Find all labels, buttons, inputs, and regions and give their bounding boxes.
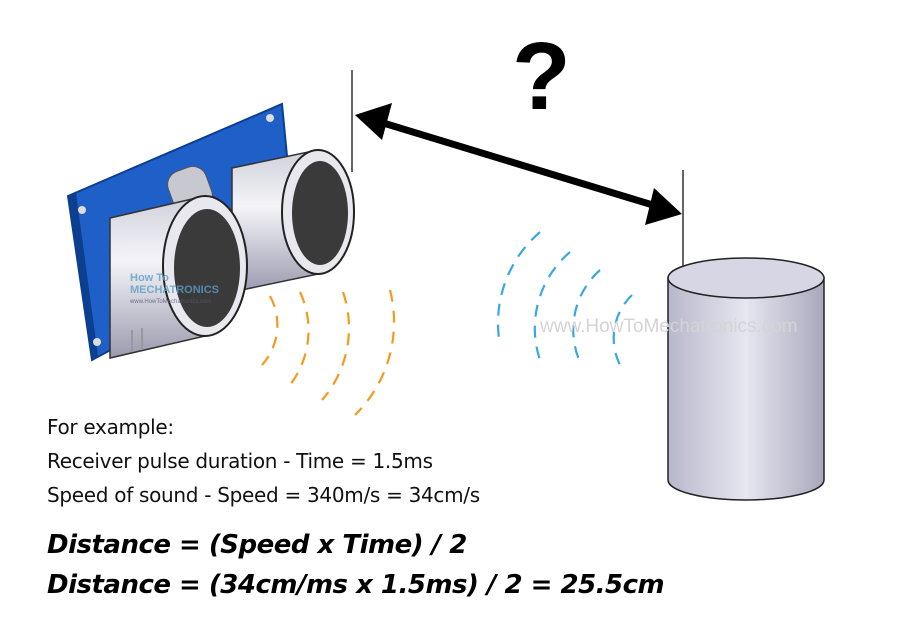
example-heading: For example: [47, 415, 174, 439]
arrow-head-right [645, 188, 682, 225]
emitted-sound-waves [261, 289, 396, 416]
target-cylinder [667, 257, 825, 501]
ultrasonic-sensor [66, 102, 355, 362]
receiver-transducer [231, 149, 355, 293]
question-mark: ? [512, 23, 571, 130]
logo: How To MECHATRONICS www.HowToMechatronic… [130, 272, 220, 305]
transmitter-transducer [109, 195, 248, 359]
example-speed: Speed of sound - Speed = 340m/s = 34cm/s [47, 483, 480, 507]
echo-sound-waves [496, 231, 633, 366]
watermark: www.HowToMechatronics.com [540, 316, 798, 337]
example-time: Receiver pulse duration - Time = 1.5ms [47, 449, 433, 473]
distance-calculation: Distance = (34cm/ms x 1.5ms) / 2 = 25.5c… [47, 570, 665, 600]
arrow-head-left [355, 103, 392, 140]
distance-formula: Distance = (Speed x Time) / 2 [47, 530, 467, 560]
distance-indicator [351, 70, 684, 268]
